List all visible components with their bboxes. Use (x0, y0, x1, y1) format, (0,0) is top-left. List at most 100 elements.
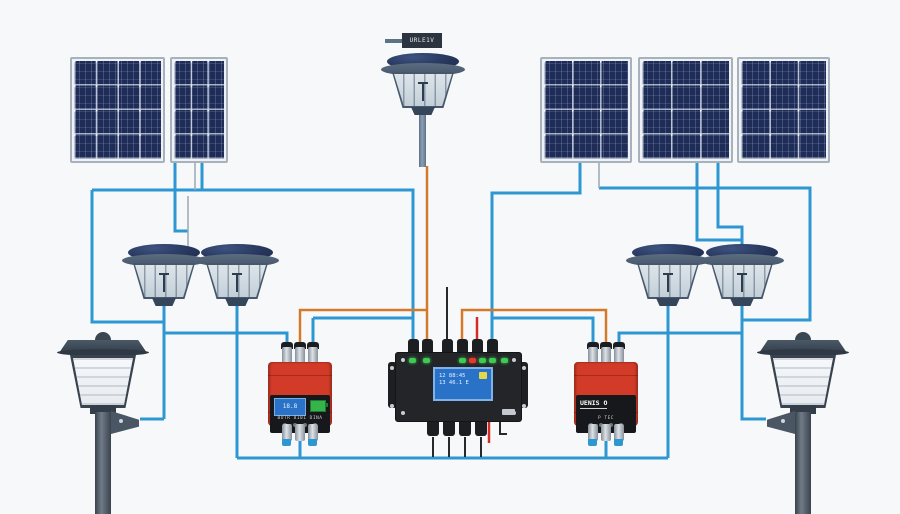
status-led-green (479, 358, 486, 363)
box-input-terminal (472, 339, 483, 353)
controller-body: UENIS O P TEC (574, 362, 638, 433)
solar-panel-left-1 (70, 57, 165, 163)
solar-panel-cells (74, 61, 161, 159)
status-led-green (501, 358, 508, 363)
battery-icon (310, 400, 328, 412)
lamp-base (152, 298, 176, 306)
terminal-cap (613, 342, 625, 349)
top-lamp-pole (419, 110, 426, 167)
box-output-terminal (443, 420, 455, 436)
terminal-cap-blue (282, 439, 291, 446)
street-lamp-right (755, 332, 851, 514)
lamp-finial (95, 332, 111, 341)
garden-lamp-right-1 (626, 244, 710, 306)
lamp-wick (163, 274, 165, 292)
mount-bracket (111, 411, 139, 434)
lantern-glass (73, 358, 133, 405)
solar-panel-left-2 (170, 57, 228, 163)
solar-panel-cells (174, 61, 224, 159)
status-led-green (489, 358, 496, 363)
lamp-base (656, 298, 680, 306)
box-input-terminal (422, 339, 433, 353)
output-terminal (295, 424, 305, 441)
output-terminal (588, 424, 598, 441)
red-wires (475, 317, 491, 443)
charge-controller-left: 18.8 BUTR 8101 DINA (268, 342, 332, 446)
controller-display: 18.8 (274, 398, 306, 416)
lamp-wick (236, 274, 238, 292)
blue-wires (90, 163, 812, 460)
tab-screw (522, 404, 526, 408)
input-terminal (308, 347, 318, 364)
lamp-cap-rim (57, 349, 149, 356)
box-output-terminal (427, 420, 439, 436)
garden-lamp-left-2 (195, 244, 279, 306)
terminal-cap (307, 342, 319, 349)
lamp-wick (422, 83, 424, 101)
box-output-terminal (459, 420, 471, 436)
solar-panel-right-2 (638, 57, 733, 163)
status-led-red (469, 358, 476, 363)
input-terminal (601, 347, 611, 364)
output-terminal (308, 424, 318, 441)
box-input-terminal (408, 339, 419, 353)
bracket-screw (781, 419, 785, 423)
mounting-tab (519, 362, 528, 408)
input-terminal (588, 347, 598, 364)
case-screw (401, 358, 405, 362)
lamp-base (225, 298, 249, 306)
thin-sense-wires (187, 163, 600, 250)
tab-screw (390, 404, 394, 408)
input-terminal (295, 347, 305, 364)
output-terminal (614, 424, 624, 441)
lamp-base (730, 298, 754, 306)
lamp-base (411, 107, 435, 115)
top-garden-lamp (381, 53, 465, 115)
controller-brand-label: UENIS O (580, 399, 608, 409)
display-line: 13 46.1 E (439, 380, 469, 386)
input-terminal (614, 347, 624, 364)
output-terminal (601, 424, 611, 441)
main-controller-box: 12 88:45 13 46.1 E (395, 352, 522, 422)
box-output-terminal (475, 420, 487, 436)
tab-screw (390, 366, 394, 370)
lamp-collar (790, 405, 816, 414)
lamp-pole (795, 412, 811, 514)
terminal-cap-blue (614, 439, 623, 446)
box-input-terminal (457, 339, 468, 353)
solar-panel-cells (544, 61, 628, 159)
terminal-cap (294, 342, 306, 349)
controller-band-text: P TEC (597, 416, 615, 421)
lamp-cap-rim (757, 349, 849, 356)
box-input-terminal (487, 339, 498, 353)
controller-band-text: BUTR 8101 DINA (277, 416, 323, 421)
black-stub-wires (432, 287, 507, 457)
lantern-glass (773, 358, 833, 405)
terminal-cap (281, 342, 293, 349)
box-input-terminal (442, 339, 453, 353)
status-led-green (409, 358, 416, 363)
mounting-tab (388, 362, 397, 408)
bracket-screw (119, 419, 123, 423)
case-screw (401, 411, 405, 415)
top-lamp-tag-label: URLE1V (402, 33, 442, 48)
street-lamp-left (55, 332, 151, 514)
display-sun-icon (479, 372, 487, 379)
status-led-green (423, 358, 430, 363)
orange-wires (298, 166, 608, 345)
lamp-wick (667, 274, 669, 292)
garden-lamp-right-2 (700, 244, 784, 306)
comm-port (502, 409, 515, 415)
lamp-collar (90, 405, 116, 414)
output-terminal (282, 424, 292, 441)
terminal-cap-blue (308, 439, 317, 446)
solar-panel-right-3 (737, 57, 830, 163)
charge-controller-right: UENIS O P TEC (574, 342, 638, 446)
solar-panel-right-1 (540, 57, 632, 163)
terminal-cap-blue (588, 439, 597, 446)
terminal-cap (587, 342, 599, 349)
controller-body: 18.8 BUTR 8101 DINA (268, 362, 332, 433)
input-terminal (282, 347, 292, 364)
button-icon (303, 423, 307, 427)
